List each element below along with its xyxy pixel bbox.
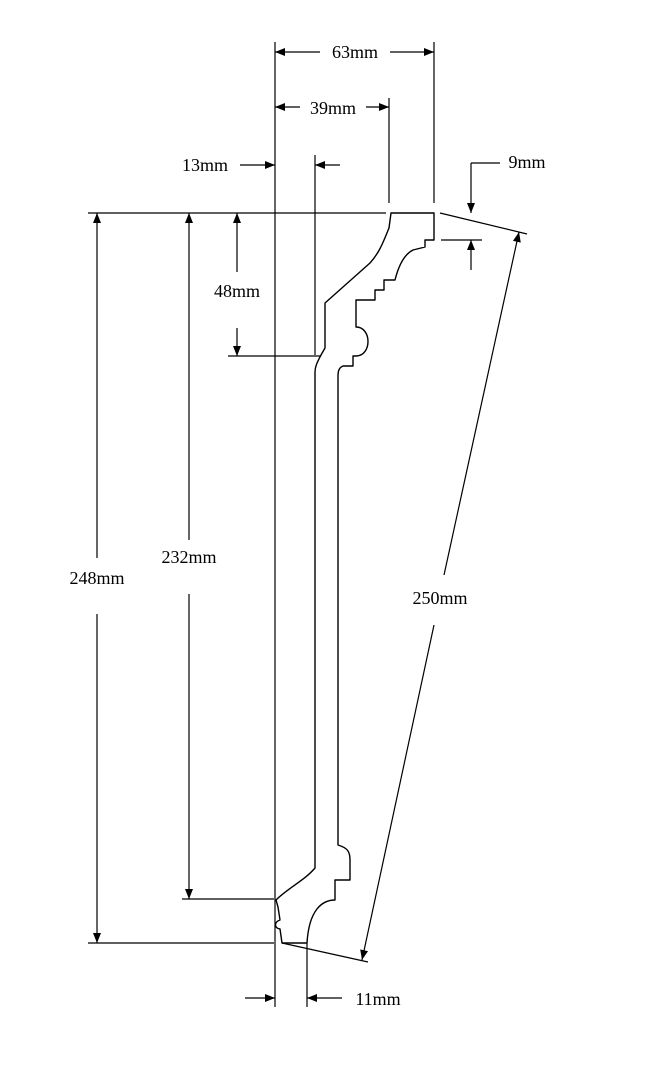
dim-width-upper-label: 39mm	[310, 98, 356, 118]
dim-width-upper: 39mm	[275, 98, 389, 118]
dim-diagonal: 250mm	[360, 231, 521, 961]
dim-drop-upper: 48mm	[214, 213, 260, 356]
dim-return-bottom: 11mm	[245, 989, 401, 1009]
dim-return-top-label: 9mm	[508, 152, 545, 172]
dim-width-total-label: 63mm	[332, 42, 378, 62]
dim-drop-upper-label: 48mm	[214, 281, 260, 301]
dim-height-inner-label: 232mm	[161, 547, 216, 567]
dim-return-bottom-label: 11mm	[355, 989, 400, 1009]
dim-width-total: 63mm	[275, 42, 434, 62]
extension-lines	[88, 42, 528, 1007]
dim-return-top: 9mm	[467, 152, 546, 270]
dim-diagonal-label: 250mm	[412, 588, 467, 608]
dim-height-total: 248mm	[69, 213, 125, 943]
dim-height-total-label: 248mm	[69, 568, 124, 588]
dim-offset-top-label: 13mm	[182, 155, 228, 175]
dim-height-inner: 232mm	[161, 213, 217, 899]
cornice-profile	[274, 212, 435, 944]
dim-offset-top: 13mm	[182, 155, 340, 175]
